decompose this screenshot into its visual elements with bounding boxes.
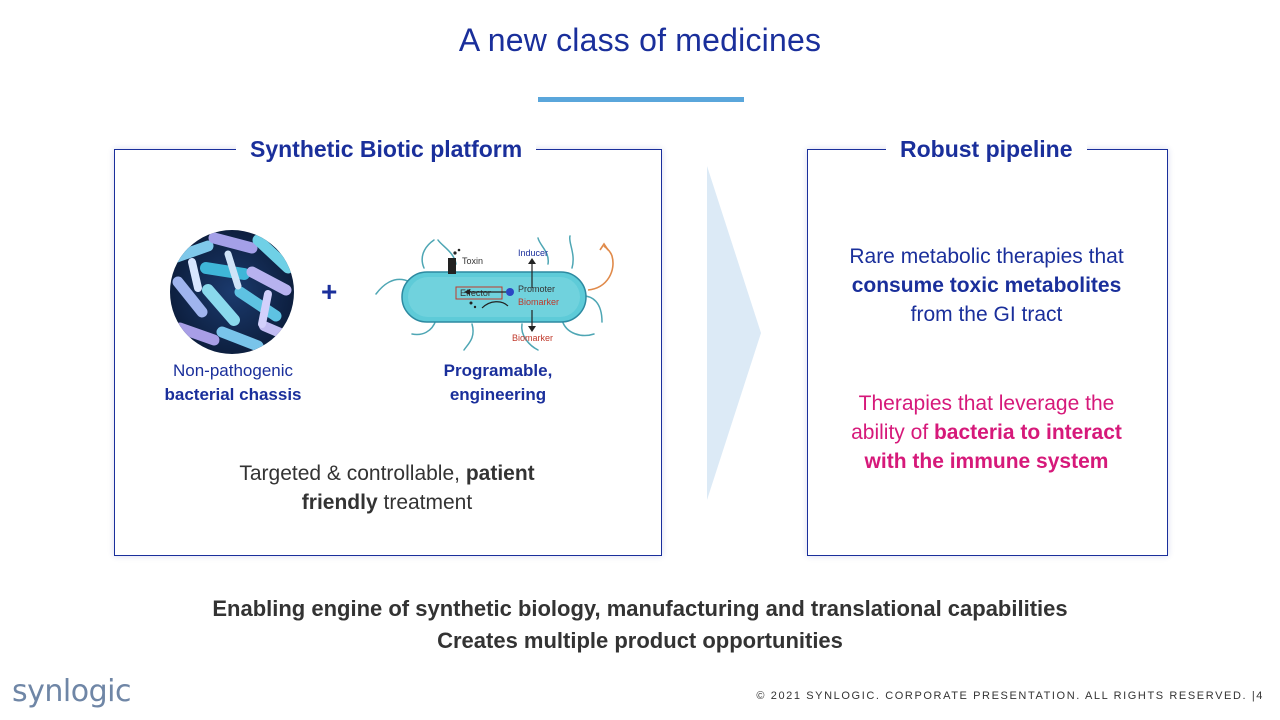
- inducer-label: Inducer: [518, 248, 548, 258]
- title-underline: [538, 97, 744, 102]
- effector-label: Effector: [460, 288, 491, 298]
- orange-flagellum: [587, 245, 614, 291]
- bacteria-cluster-image: [170, 230, 294, 354]
- immune-line1: Therapies that leverage the: [858, 392, 1115, 415]
- immune-line3: with the immune system: [864, 450, 1109, 473]
- pipeline-panel: [807, 149, 1168, 556]
- engineering-caption-line1: Programable,: [443, 361, 553, 380]
- immune-line2: ability of bacteria to interact: [820, 418, 1153, 447]
- treatment-text: Targeted & controllable, patient friendl…: [200, 459, 574, 517]
- engineering-caption-line2: engineering: [449, 385, 547, 404]
- immune-therapies-text: Therapies that leverage the ability of b…: [820, 389, 1153, 476]
- synlogic-logo: synlogic: [12, 674, 131, 709]
- immune-line2-part1: ability of: [851, 421, 934, 444]
- platform-panel: [114, 149, 662, 556]
- bottom-statement-line1: Enabling engine of synthetic biology, ma…: [212, 596, 1068, 621]
- chassis-caption: Non-pathogenic bacterial chassis: [140, 359, 326, 407]
- metabolic-therapies-text: Rare metabolic therapies that consume to…: [820, 242, 1153, 329]
- metabolic-line3: from the GI tract: [910, 303, 1063, 326]
- chassis-caption-line1: Non-pathogenic: [172, 361, 294, 380]
- metabolic-line1: Rare metabolic therapies that: [849, 245, 1124, 268]
- slide-title: A new class of medicines: [458, 22, 822, 58]
- biomarker-inner-label: Biomarker: [518, 297, 559, 307]
- pipeline-heading: Robust pipeline: [886, 134, 1087, 164]
- treatment-text-part1: Targeted & controllable,: [239, 462, 466, 485]
- plus-sign: +: [321, 276, 338, 307]
- engineered-bacterium-diagram: Toxin Inducer Effector Promoter Biomarke…: [375, 235, 614, 351]
- treatment-text-bold2: friendly: [301, 491, 378, 514]
- copyright-notice: © 2021 SYNLOGIC. CORPORATE PRESENTATION.…: [756, 690, 1264, 702]
- platform-heading: Synthetic Biotic platform: [236, 134, 537, 164]
- toxin-label: Toxin: [462, 256, 483, 266]
- engineering-caption: Programable, engineering: [408, 359, 588, 407]
- treatment-text-part2: treatment: [377, 491, 473, 514]
- immune-line2-bold: bacteria to interact: [933, 421, 1122, 444]
- chassis-caption-line2: bacterial chassis: [164, 385, 302, 404]
- chevron-arrow-icon: [707, 166, 761, 500]
- bottom-statement-line2: Creates multiple product opportunities: [437, 628, 843, 653]
- treatment-text-bold1: patient: [465, 462, 535, 485]
- biomarker-outer-label: Biomarker: [512, 333, 553, 343]
- metabolic-line2: consume toxic metabolites: [851, 274, 1122, 297]
- promoter-label: Promoter: [518, 284, 555, 294]
